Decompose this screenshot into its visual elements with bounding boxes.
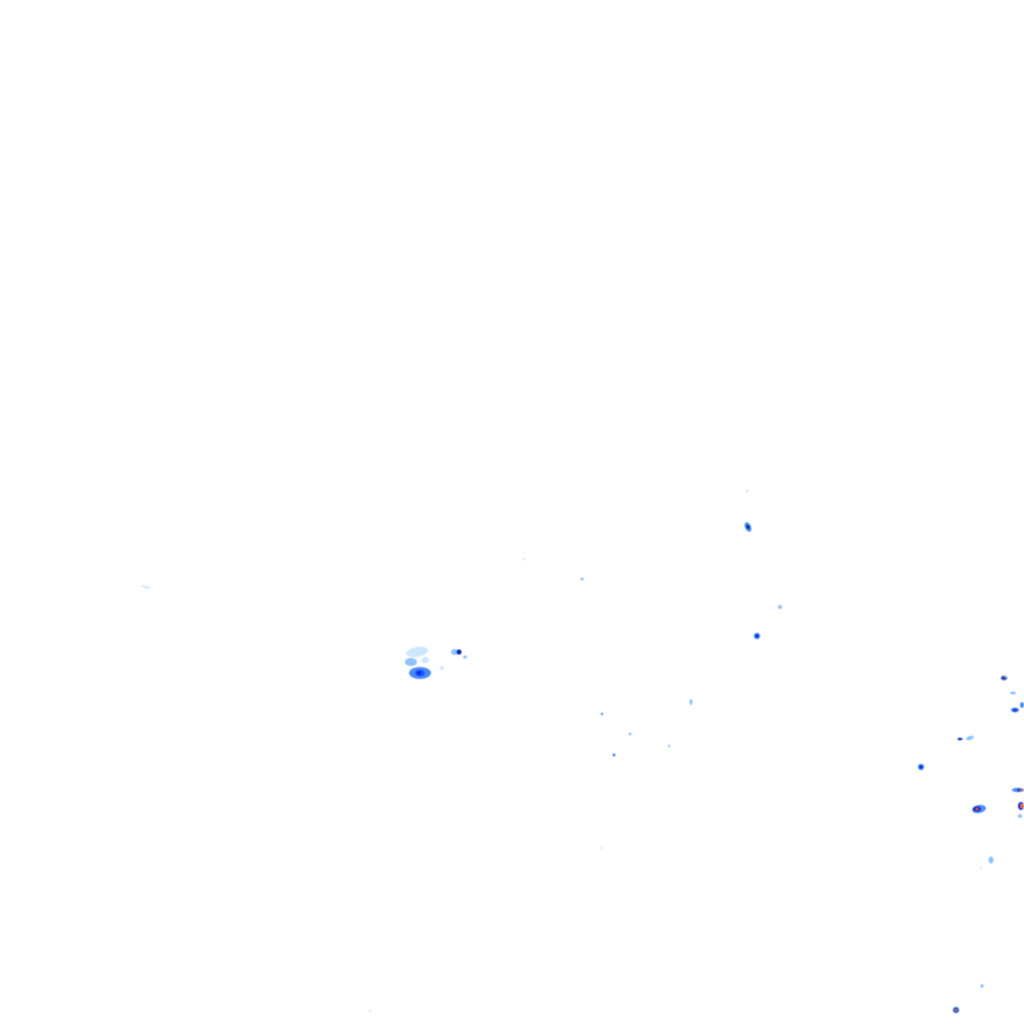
precipitation-cell-light [628, 732, 632, 736]
precipitation-cell-very-light [141, 585, 151, 589]
precipitation-cell-core-dark [920, 766, 922, 768]
precipitation-cell-core-orange [1004, 676, 1006, 678]
precipitation-cell-very-light [980, 867, 982, 869]
precipitation-cell-very-light [600, 847, 602, 849]
precipitation-cell-light [778, 605, 782, 609]
precipitation-cell-medium [600, 712, 604, 716]
precipitation-cell-light [988, 856, 994, 864]
precipitation-cell-core-red [1021, 805, 1023, 807]
precipitation-cell-light [689, 699, 693, 705]
precipitation-cell-very-light [745, 489, 749, 493]
precipitation-cell-light [966, 735, 974, 741]
precipitation-cell-core-dark [457, 650, 461, 654]
precipitation-cell-medium [612, 753, 616, 757]
precipitation-cell-light [405, 658, 417, 666]
precipitation-cell-deep [416, 671, 422, 675]
precipitation-cell-deep [1012, 708, 1018, 712]
precipitation-cell-light [580, 577, 584, 581]
precipitation-cell-core-orange [955, 1009, 957, 1011]
precipitation-cell-light [463, 655, 467, 659]
precipitation-cell-light [1010, 691, 1016, 695]
precipitation-cell-core-red [976, 808, 978, 810]
precipitation-cell-very-light [421, 657, 429, 663]
precipitation-cell-core-dark [746, 524, 750, 530]
precipitation-cell-light [980, 984, 984, 988]
precipitation-cell-light [667, 744, 671, 748]
precipitation-cell-light [1018, 814, 1022, 818]
precipitation-cell-very-light [406, 646, 428, 658]
precipitation-cell-core-dark [756, 635, 758, 637]
precipitation-cell-core-red [1021, 789, 1023, 791]
precipitation-cell-very-light [440, 666, 444, 670]
precipitation-cell-very-light [522, 557, 526, 561]
precipitation-cell-medium [1020, 702, 1024, 708]
precipitation-cell-deep [957, 737, 963, 741]
precipitation-cell-very-light [368, 1009, 372, 1013]
precipitation-layer [141, 489, 1024, 1014]
